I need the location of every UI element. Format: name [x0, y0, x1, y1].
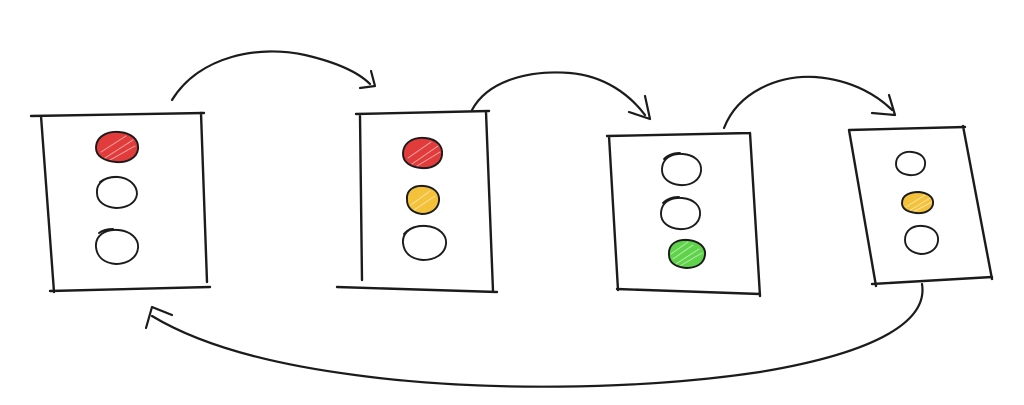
- lamp-middle: [96, 175, 138, 209]
- lamp-bottom: [402, 225, 447, 261]
- arrowhead-icon: [870, 93, 897, 117]
- traffic-light-state-1: [29, 111, 212, 294]
- traffic-light-frame: [605, 131, 762, 298]
- lamp-bottom: [95, 228, 139, 265]
- arrowhead-icon: [627, 94, 652, 121]
- arrowhead-icon: [144, 305, 174, 330]
- traffic-light-state-2: [335, 109, 499, 294]
- arrowhead-icon: [358, 69, 377, 90]
- traffic-light-frame: [29, 111, 212, 294]
- transition-arrow-2-to-3: [470, 71, 652, 121]
- lamp-middle: [901, 191, 935, 215]
- lamp-middle: [660, 196, 701, 231]
- lamp-bottom: [904, 224, 940, 255]
- traffic-light-state-3: [605, 131, 762, 298]
- lamp-middle: [406, 184, 441, 215]
- transition-arrow-1-to-2: [170, 50, 377, 102]
- lamp-bottom: [668, 238, 706, 269]
- traffic-light-frame: [847, 124, 994, 288]
- transition-arrow-4-to-1: [144, 282, 924, 388]
- lamp-top: [895, 150, 927, 177]
- traffic-light-frame: [335, 109, 499, 294]
- lamp-top: [661, 152, 702, 187]
- lamp-top: [95, 130, 139, 164]
- traffic-light-state-4: [847, 124, 994, 288]
- lamp-top: [402, 136, 443, 170]
- transition-arrow-3-to-4: [722, 75, 897, 130]
